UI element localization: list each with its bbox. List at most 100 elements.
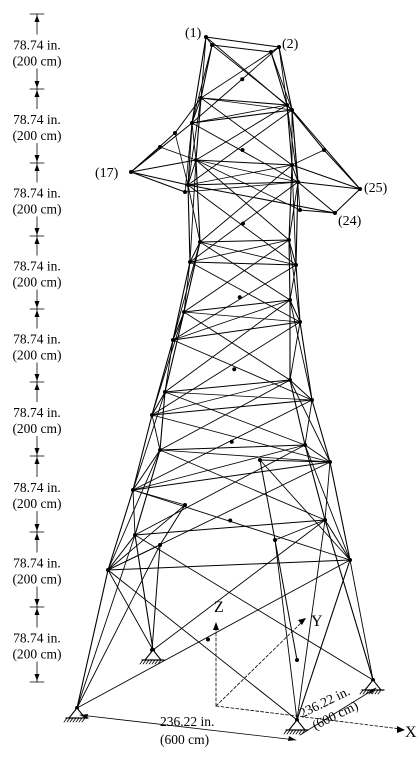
tower-leg (183, 241, 201, 313)
diagonal-brace (164, 299, 291, 393)
diagonal-brace (187, 184, 201, 243)
dimension-arrow (34, 674, 40, 681)
diagonal-brace (191, 46, 280, 124)
cross-arm-member (291, 149, 325, 166)
horizontal-member (189, 241, 201, 263)
inner-brace (259, 459, 351, 561)
horizontal-member (199, 239, 290, 243)
tower-leg (299, 321, 313, 401)
joint-node (232, 367, 237, 372)
joint-node (183, 190, 187, 194)
diagonal-brace (164, 391, 306, 446)
dimension-label-bg (1, 627, 73, 662)
node-label-2: (2) (282, 37, 299, 52)
dimension-label-bg (1, 328, 73, 363)
support-hatch (145, 659, 150, 665)
cross-arm-member (195, 159, 301, 211)
support-hatch (66, 717, 71, 723)
plan-diagonal (132, 444, 306, 491)
support-hatch (359, 689, 364, 695)
plan-diagonal (199, 241, 297, 266)
diagonal-brace (288, 239, 301, 323)
inner-brace (274, 519, 326, 541)
dimension-label-bg (1, 109, 73, 143)
diagonal-brace (164, 339, 174, 393)
dimension-label-cm: (200 cm) (12, 202, 61, 217)
plan-diagonal (189, 239, 290, 263)
support-hatch (298, 729, 303, 735)
diagonal-brace (324, 461, 331, 521)
tower-leg (295, 181, 299, 266)
dimension-label-in: 78.74 in. (13, 38, 61, 53)
horizontal-member (159, 444, 306, 451)
diagonal-brace (151, 321, 301, 416)
joint-node (322, 148, 326, 152)
horizontal-member (289, 299, 301, 323)
plan-diagonal (200, 97, 293, 111)
dimension-label-cm: (200 cm) (12, 54, 61, 69)
tower-leg (76, 569, 109, 709)
diagonal-brace (200, 97, 293, 166)
horizontal-member (107, 559, 351, 571)
tower-leg (311, 399, 331, 463)
diagonal-brace (132, 391, 166, 491)
joint-node (206, 637, 210, 642)
diagonal-brace (200, 51, 272, 99)
diagonal-brace (183, 261, 191, 313)
horizontal-member (151, 399, 313, 416)
cross-arm-member (297, 181, 336, 214)
tower-leg (278, 46, 293, 111)
cross-arm-member (174, 132, 189, 186)
cross-arm-member (299, 209, 336, 214)
tower-leg (191, 36, 207, 124)
dimension-arrow (34, 448, 40, 455)
support-hatch (139, 659, 144, 665)
cross-arm-member (159, 146, 197, 161)
tower-leg (289, 379, 306, 446)
cross-arm-member (323, 149, 361, 190)
diagonal-brace (289, 379, 331, 463)
dimension-arrow (34, 164, 40, 171)
inner-brace (76, 544, 161, 709)
inner-brace (107, 504, 186, 571)
diagonal-brace (211, 44, 288, 106)
tower-leg (270, 51, 288, 106)
horizontal-member (304, 444, 331, 463)
joint-node (173, 131, 177, 135)
dimension-label-in: 78.74 in. (13, 631, 61, 646)
tower-leg (195, 97, 202, 161)
horizontal-member (200, 97, 288, 106)
dimension-label-in: 78.74 in. (13, 332, 61, 347)
diagonal-brace (76, 559, 351, 709)
node-label-25: (25) (364, 181, 388, 196)
support-hatch (78, 717, 83, 723)
horizontal-member (132, 461, 331, 491)
joint-node (241, 221, 245, 226)
diagonal-brace (289, 264, 297, 301)
tower-leg (195, 159, 201, 243)
diagonal-brace (189, 159, 197, 263)
support-hatch (371, 689, 376, 695)
horizontal-member (288, 239, 297, 266)
diagonal-brace (289, 299, 313, 401)
cross-arm-member (184, 181, 299, 193)
support-hatch (377, 689, 382, 695)
horizontal-member (132, 449, 161, 491)
cross-arm-member (334, 188, 361, 214)
tower-leg (172, 261, 191, 341)
support-hatch (157, 659, 162, 665)
dimension-label-in: 78.74 in. (13, 556, 61, 571)
dimension-arrow (34, 90, 40, 97)
horizontal-member (324, 519, 351, 561)
dimension-label-cm: (200 cm) (12, 647, 61, 662)
diagonal-brace (349, 559, 374, 681)
tower-leg (134, 534, 154, 651)
plan-diagonal (183, 311, 301, 323)
dimension-arrow (34, 524, 40, 531)
plan-diagonal (151, 379, 291, 416)
diagonal-brace (132, 399, 313, 491)
support-hatch (142, 659, 147, 665)
diagonal-brace (151, 414, 161, 451)
support-hatch (374, 689, 379, 695)
